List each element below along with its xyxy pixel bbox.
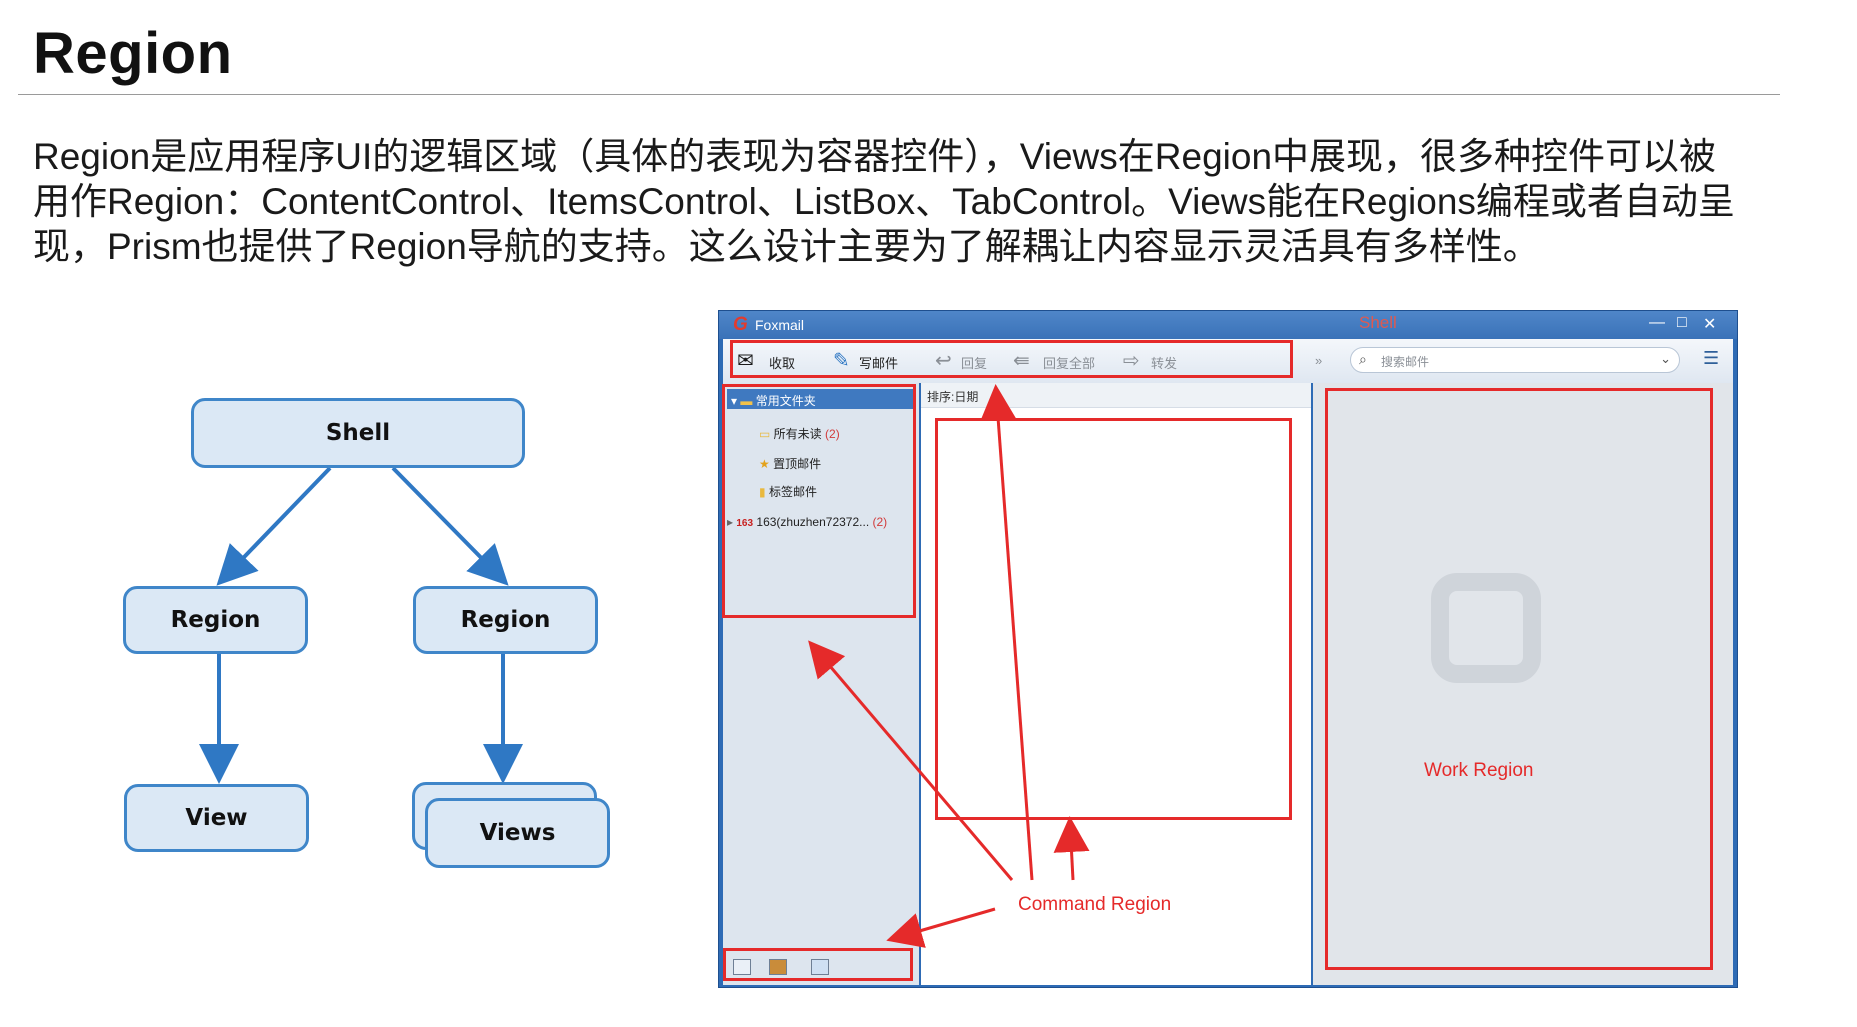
folder-item-pinned-label: 置顶邮件 (773, 457, 822, 471)
command-region-bottom-box (723, 948, 913, 981)
foxmail-watermark-icon (1431, 573, 1541, 683)
folder-icon: ▬ (740, 394, 756, 408)
folder-icon: ▭ (759, 427, 774, 441)
reply-all-button[interactable]: 回复全部 (1043, 356, 1096, 371)
chevron-down-icon[interactable]: ⌄ (1660, 351, 1671, 366)
arrow-shell-to-region-right (391, 466, 509, 586)
folder-item-pinned[interactable]: ★ 置顶邮件 (759, 455, 821, 472)
expand-icon[interactable]: ▾ (731, 394, 741, 408)
account-badge-icon: 163 (736, 518, 754, 529)
command-region-label: Command Region (1018, 894, 1172, 915)
arrow-to-folder-pane (808, 640, 1014, 881)
account-count-badge: (2) (872, 515, 888, 529)
region-box-right-label: Region (460, 607, 551, 633)
compose-button[interactable]: 写邮件 (859, 356, 899, 371)
preview-pane (1313, 383, 1733, 985)
region-box-right: Region (413, 586, 598, 654)
calendar-icon[interactable] (811, 959, 829, 975)
foxmail-window: G Foxmail — □ ✕ ✉ 收取 ✎ 写邮件 ↩ 回复 ⇚ 回复全部 ⇨… (718, 310, 1738, 988)
shell-box-label: Shell (325, 420, 391, 446)
folder-item-unread[interactable]: ▭ 所有未读 (2) (759, 425, 840, 442)
close-icon[interactable]: ✕ (1703, 316, 1717, 333)
menu-icon[interactable]: ☰ (1703, 348, 1720, 368)
shell-box: Shell (191, 398, 525, 468)
body-paragraph: Region是应用程序UI的逻辑区域（具体的表现为容器控件），Views在Reg… (33, 136, 1735, 267)
shell-annotation-label: Shell (1359, 313, 1397, 332)
folder-item-unread-label: 所有未读 (773, 427, 822, 441)
arrow-to-bottom-bar (886, 907, 996, 948)
command-region-list-box (935, 418, 1292, 820)
folder-item-account[interactable]: ▸ 163 163(zhuzhen72372... (2) (727, 515, 887, 529)
views-box-label: Views (479, 820, 556, 846)
mail-view-icon[interactable] (733, 959, 751, 975)
more-tools-button[interactable]: » (1315, 353, 1323, 368)
view-box-label: View (185, 805, 248, 831)
reply-icon[interactable]: ↩ (935, 350, 952, 372)
region-box-left: Region (123, 586, 308, 654)
arrow-to-toolbar (980, 384, 1034, 881)
slide-title: Region (33, 21, 233, 86)
arrow-shell-to-region-left (216, 466, 332, 586)
folder-group-label: 常用文件夹 (755, 394, 816, 408)
search-box[interactable]: ⌕ 搜索邮件 ⌄ (1350, 347, 1680, 373)
foxmail-app-name: Foxmail (755, 317, 805, 333)
account-label: 163(zhuzhen72372... (756, 515, 870, 529)
reply-button[interactable]: 回复 (961, 356, 988, 371)
command-region-folders-box (722, 384, 916, 618)
folder-item-tagged-label: 标签邮件 (768, 485, 817, 499)
minimize-icon[interactable]: — (1649, 314, 1665, 331)
arrow-to-list-pane (1053, 816, 1090, 881)
inbox-icon[interactable]: ✉ (737, 350, 754, 372)
forward-icon[interactable]: ⇨ (1123, 350, 1140, 372)
work-region-label: Work Region (1424, 760, 1534, 781)
view-box: View (124, 784, 309, 852)
work-region-box (1325, 388, 1713, 970)
contacts-icon[interactable] (769, 959, 787, 975)
forward-button[interactable]: 转发 (1151, 356, 1178, 371)
folder-group-header[interactable]: ▾ ▬ 常用文件夹 (727, 389, 915, 409)
title-divider (18, 94, 1780, 95)
foxmail-titlebar: G Foxmail — □ ✕ (719, 311, 1737, 339)
views-box: Views (425, 798, 610, 868)
maximize-icon[interactable]: □ (1677, 314, 1687, 331)
command-region-toolbar-box (730, 340, 1293, 378)
region-box-left-label: Region (170, 607, 261, 633)
search-icon: ⌕ (1359, 351, 1367, 367)
receive-button[interactable]: 收取 (769, 356, 796, 371)
star-icon: ★ (759, 457, 774, 471)
mail-list-pane: 排序:日期 (921, 383, 1311, 985)
search-placeholder: 搜索邮件 (1381, 355, 1430, 369)
expand-icon[interactable]: ▸ (727, 515, 737, 529)
folder-pane: ▾ ▬ 常用文件夹 ▭ 所有未读 (2) ★ 置顶邮件 ▮ 标签邮件 ▸ 163… (723, 383, 919, 985)
unread-count-badge: (2) (825, 427, 840, 441)
folder-item-tagged[interactable]: ▮ 标签邮件 (759, 483, 817, 500)
compose-icon[interactable]: ✎ (833, 350, 850, 372)
reply-all-icon[interactable]: ⇚ (1013, 350, 1030, 372)
tag-icon: ▮ (759, 485, 769, 499)
foxmail-logo-icon: G (733, 314, 748, 335)
sort-by-date-button[interactable]: 排序:日期 (927, 390, 979, 404)
